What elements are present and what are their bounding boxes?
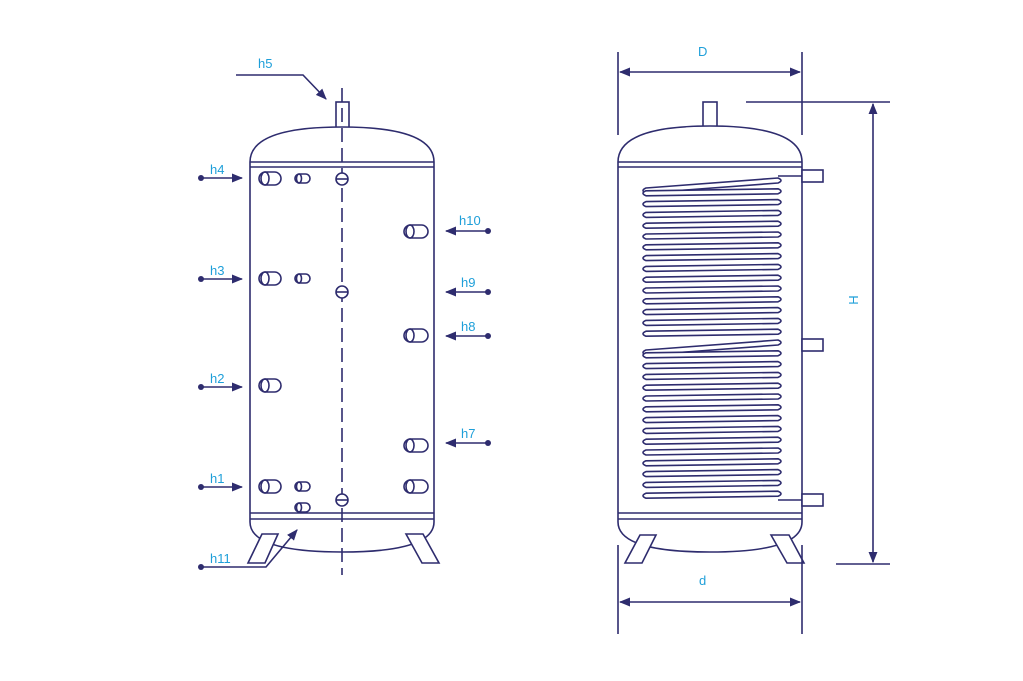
coil-loop: [642, 317, 782, 327]
coil-loop: [642, 306, 782, 316]
coil-loop: [642, 241, 782, 251]
coil-loop: [642, 382, 782, 392]
coil-loop: [642, 263, 782, 273]
coil-loop: [642, 209, 782, 219]
coil-loop: [642, 285, 782, 294]
dimension-d-label: d: [699, 573, 706, 588]
left-tank-view: h4 h3 h2 h1 h11 h5 h10 h9 h8 h7: [198, 56, 491, 575]
coil-loop: [642, 360, 782, 370]
label-h7: h7: [461, 426, 475, 441]
coil-loop: [642, 252, 782, 262]
label-h4: h4: [210, 162, 224, 177]
coil-loop: [642, 177, 782, 194]
coil-loop: [642, 468, 782, 478]
coil-loop: [642, 490, 782, 500]
label-h1: h1: [210, 471, 224, 486]
coil-loop: [642, 393, 782, 402]
label-h2: h2: [210, 371, 224, 386]
label-h8: h8: [461, 319, 475, 334]
dimension-D-label: D: [698, 44, 707, 59]
coil-loop: [642, 403, 782, 413]
coil-loop: [642, 371, 782, 381]
coil-loop: [642, 457, 782, 467]
coil-loop: [642, 231, 782, 240]
coil-loop: [642, 479, 782, 489]
label-h11: h11: [210, 551, 231, 566]
dimension-H-label: H: [846, 295, 861, 304]
right-tank-view: D d H: [617, 44, 890, 634]
coil-loop: [642, 349, 782, 359]
right-leg: [404, 533, 441, 564]
coil-loop: [642, 274, 782, 284]
label-h5: h5: [258, 56, 272, 71]
coil-loop: [642, 220, 782, 230]
coil-loop: [642, 436, 782, 446]
coil-loop: [642, 414, 782, 424]
heat-exchanger-coil: [642, 177, 782, 500]
label-h9: h9: [461, 275, 475, 290]
coil-loop: [642, 328, 782, 338]
coil-loop: [642, 447, 782, 456]
coil-loop: [642, 187, 782, 197]
left-leg: [246, 533, 280, 564]
label-h10: h10: [459, 213, 481, 228]
coil-loop: [642, 339, 782, 356]
coil-loop: [642, 425, 782, 435]
coil-loop: [642, 198, 782, 208]
label-h3: h3: [210, 263, 224, 278]
coil-loop: [642, 295, 782, 305]
